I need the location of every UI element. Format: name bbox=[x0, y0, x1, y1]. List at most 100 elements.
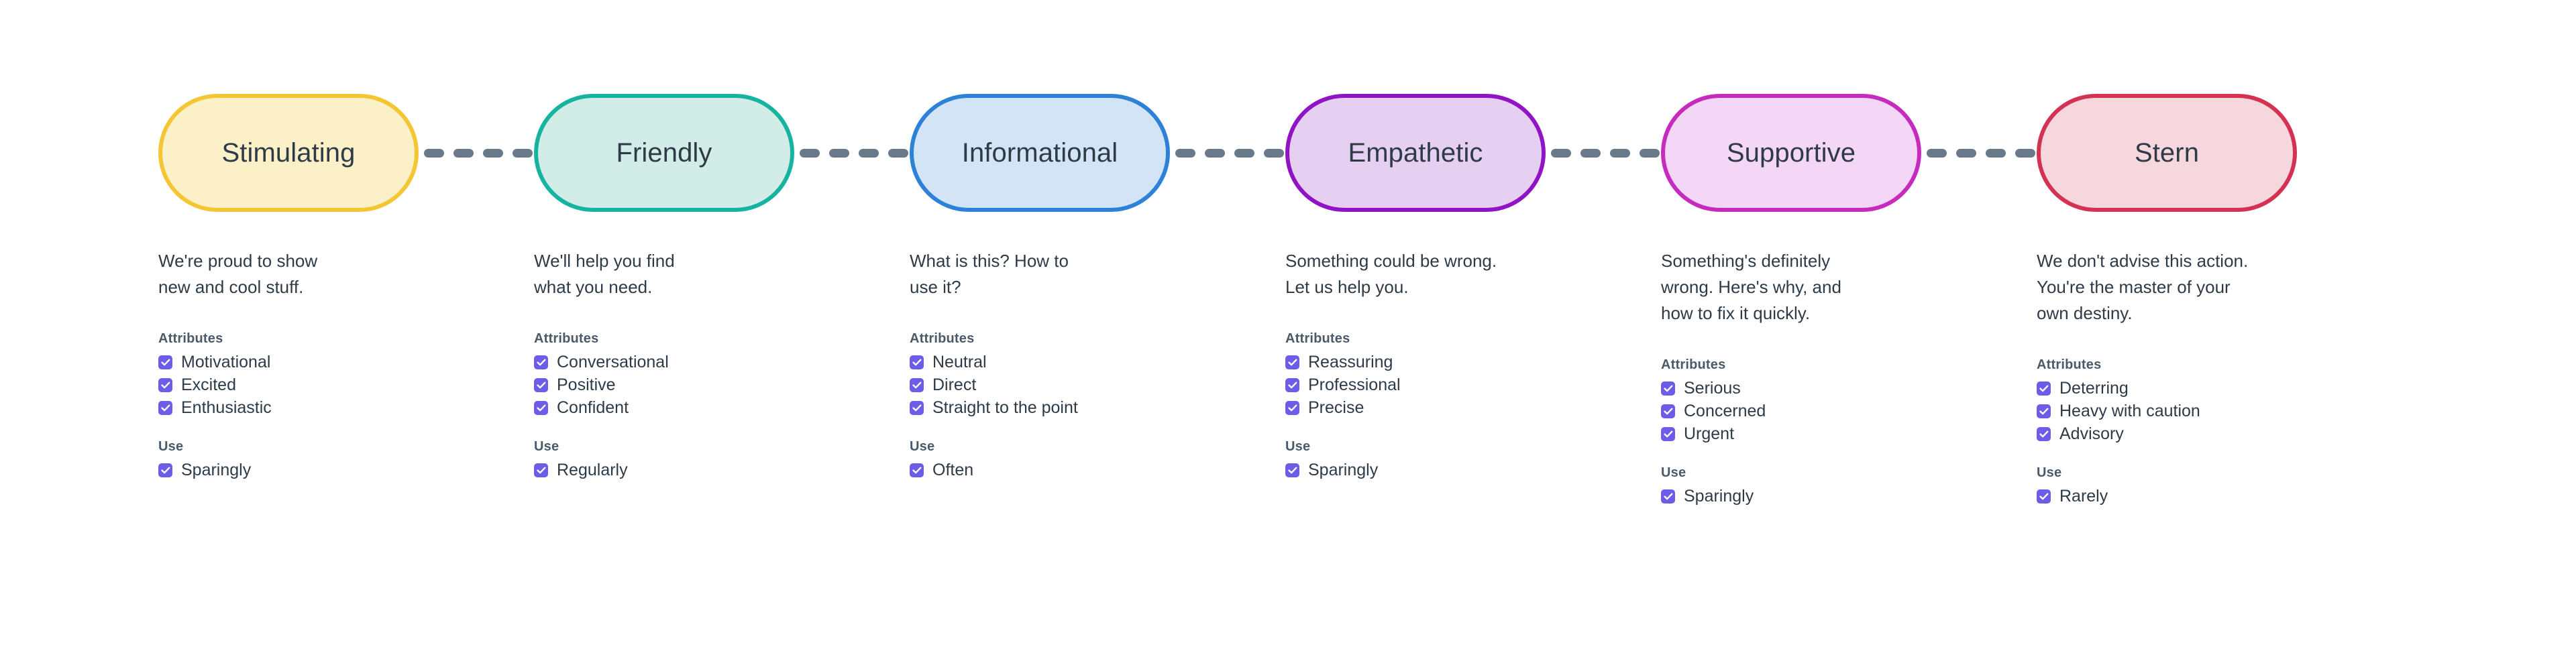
checkbox-label: Neutral bbox=[932, 352, 987, 371]
checkbox-row[interactable]: Precise bbox=[1285, 396, 1634, 419]
check-icon[interactable] bbox=[2037, 426, 2051, 441]
attributes-heading: Attributes bbox=[910, 331, 975, 346]
checkbox-row[interactable]: Concerned bbox=[1661, 400, 2010, 422]
checkbox-row[interactable]: Excited bbox=[158, 373, 507, 396]
tone-column-stimulating: We're proud to show new and cool stuff. A… bbox=[158, 248, 534, 528]
check-icon[interactable] bbox=[910, 463, 924, 477]
attributes-heading: Attributes bbox=[158, 331, 223, 346]
check-icon[interactable] bbox=[1285, 377, 1299, 392]
checkbox-row[interactable]: Neutral bbox=[910, 351, 1258, 373]
check-icon[interactable] bbox=[534, 463, 548, 477]
checkbox-label: Heavy with caution bbox=[2059, 401, 2200, 420]
checkbox-label: Direct bbox=[932, 375, 977, 394]
check-icon[interactable] bbox=[910, 355, 924, 369]
check-icon[interactable] bbox=[1285, 355, 1299, 369]
connector-dash bbox=[1640, 148, 1660, 158]
tone-slot: Empathetic bbox=[1285, 94, 1661, 212]
check-icon[interactable] bbox=[1661, 381, 1675, 396]
tone-pill-stimulating[interactable]: Stimulating bbox=[158, 94, 419, 212]
checkbox-label: Reassuring bbox=[1308, 352, 1393, 371]
checkbox-row[interactable]: Reassuring bbox=[1285, 351, 1634, 373]
check-icon[interactable] bbox=[1285, 463, 1299, 477]
connector-dash bbox=[1927, 148, 1947, 158]
tone-pill-friendly[interactable]: Friendly bbox=[534, 94, 794, 212]
checkbox-row[interactable]: Sparingly bbox=[1285, 459, 1634, 481]
check-icon[interactable] bbox=[910, 377, 924, 392]
check-icon[interactable] bbox=[534, 377, 548, 392]
checkbox-label: Sparingly bbox=[1308, 460, 1379, 479]
checkbox-label: Professional bbox=[1308, 375, 1401, 394]
checkbox-row[interactable]: Confident bbox=[534, 396, 883, 419]
tone-pill-label: Stern bbox=[2134, 138, 2200, 168]
tone-pill-empathetic[interactable]: Empathetic bbox=[1285, 94, 1546, 212]
checkbox-row[interactable]: Positive bbox=[534, 373, 883, 396]
checkbox-row[interactable]: Regularly bbox=[534, 459, 883, 481]
checkbox-row[interactable]: Conversational bbox=[534, 351, 883, 373]
checkbox-row[interactable]: Motivational bbox=[158, 351, 507, 373]
checkbox-row[interactable]: Rarely bbox=[2037, 485, 2385, 508]
use-heading: Use bbox=[1661, 465, 1686, 480]
dashed-line-icon bbox=[1927, 148, 2035, 158]
checkbox-row[interactable]: Straight to the point bbox=[910, 396, 1258, 419]
check-icon[interactable] bbox=[1285, 400, 1299, 415]
checkbox-label: Urgent bbox=[1684, 424, 1735, 443]
tone-pill-supportive[interactable]: Supportive bbox=[1661, 94, 1921, 212]
checkbox-row[interactable]: Sparingly bbox=[1661, 485, 2010, 508]
tone-pill-informational[interactable]: Informational bbox=[910, 94, 1170, 212]
connector-dash bbox=[1956, 148, 1976, 158]
check-icon[interactable] bbox=[1661, 489, 1675, 504]
check-icon[interactable] bbox=[534, 400, 548, 415]
checkbox-label: Serious bbox=[1684, 378, 1741, 398]
use-heading: Use bbox=[534, 439, 559, 454]
checkbox-row[interactable]: Professional bbox=[1285, 373, 1634, 396]
check-icon[interactable] bbox=[158, 355, 172, 369]
checkbox-row[interactable]: Deterring bbox=[2037, 377, 2385, 400]
check-icon[interactable] bbox=[2037, 381, 2051, 396]
connector-dash bbox=[800, 148, 820, 158]
checkbox-row[interactable]: Direct bbox=[910, 373, 1258, 396]
check-icon[interactable] bbox=[158, 400, 172, 415]
tone-description: What is this? How to use it? bbox=[910, 251, 1069, 297]
checkbox-row[interactable]: Sparingly bbox=[158, 459, 507, 481]
check-icon[interactable] bbox=[910, 400, 924, 415]
connector-dash bbox=[1234, 148, 1254, 158]
checkbox-label: Excited bbox=[181, 375, 236, 394]
connector-dash bbox=[513, 148, 533, 158]
connector-dash bbox=[1175, 148, 1195, 158]
tone-description: We'll help you find what you need. bbox=[534, 251, 675, 297]
tone-pill-stern[interactable]: Stern bbox=[2037, 94, 2297, 212]
dashed-line-icon bbox=[1551, 148, 1660, 158]
checkbox-row[interactable]: Advisory bbox=[2037, 422, 2385, 445]
checkbox-label: Sparingly bbox=[181, 460, 252, 479]
use-list: Sparingly bbox=[1285, 459, 1634, 481]
checkbox-row[interactable]: Serious bbox=[1661, 377, 2010, 400]
tone-description: We're proud to show new and cool stuff. bbox=[158, 251, 318, 297]
use-list: Sparingly bbox=[1661, 485, 2010, 508]
checkbox-row[interactable]: Heavy with caution bbox=[2037, 400, 2385, 422]
use-list: Often bbox=[910, 459, 1258, 481]
check-icon[interactable] bbox=[2037, 489, 2051, 504]
check-icon[interactable] bbox=[534, 355, 548, 369]
use-list: Sparingly bbox=[158, 459, 507, 481]
check-icon[interactable] bbox=[1661, 426, 1675, 441]
check-icon[interactable] bbox=[1661, 404, 1675, 418]
use-heading: Use bbox=[1285, 439, 1311, 454]
check-icon[interactable] bbox=[2037, 404, 2051, 418]
checkbox-label: Often bbox=[932, 460, 974, 479]
checkbox-label: Confident bbox=[557, 398, 629, 417]
tone-pill-row: Stimulating Friendly Informational Empathet… bbox=[0, 94, 2576, 221]
connector-dash bbox=[1264, 148, 1284, 158]
check-icon[interactable] bbox=[158, 463, 172, 477]
connector-dash bbox=[2015, 148, 2035, 158]
checkbox-row[interactable]: Often bbox=[910, 459, 1258, 481]
tone-slot: Informational bbox=[910, 94, 1285, 212]
checkbox-row[interactable]: Urgent bbox=[1661, 422, 2010, 445]
checkbox-row[interactable]: Enthusiastic bbox=[158, 396, 507, 419]
attributes-heading: Attributes bbox=[1661, 357, 1726, 372]
check-icon[interactable] bbox=[158, 377, 172, 392]
